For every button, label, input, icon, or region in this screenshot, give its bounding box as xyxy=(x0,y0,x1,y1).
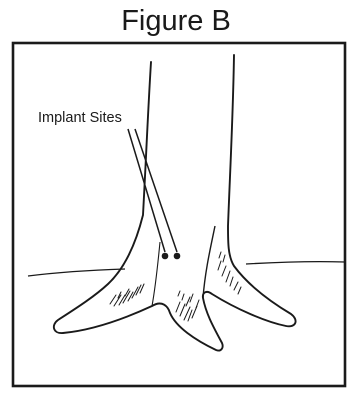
ground-line-right xyxy=(246,262,345,264)
implant-sites-label: Implant Sites xyxy=(38,110,122,126)
ground-line-left xyxy=(28,269,125,276)
trunk-fold-line-2 xyxy=(152,242,160,306)
bark-texture xyxy=(110,252,241,321)
implant-site-marker xyxy=(162,253,169,260)
trunk-fold-line xyxy=(203,226,215,298)
leader-line-2 xyxy=(135,129,177,252)
implant-site-marker xyxy=(174,253,181,260)
tree-trunk-outline xyxy=(54,55,296,351)
figure-frame xyxy=(13,43,345,386)
